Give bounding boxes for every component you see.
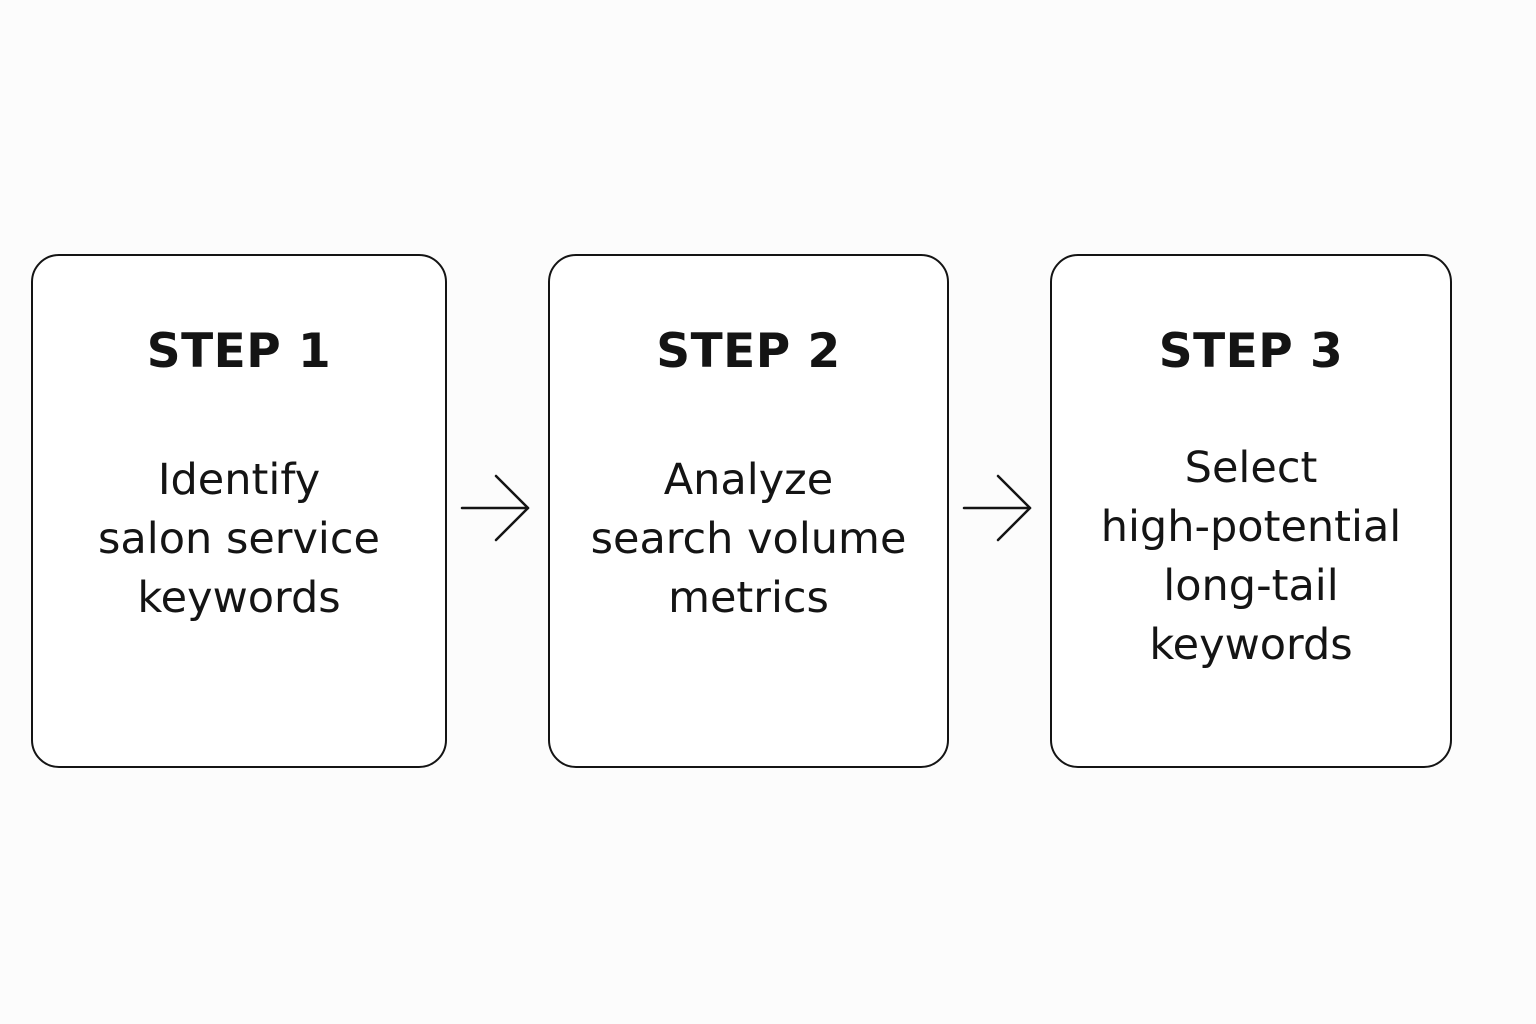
step-1-desc-line-3: keywords: [137, 573, 341, 623]
step-3-desc-line-1: Select: [1184, 443, 1318, 493]
step-2-title: STEP 2: [656, 324, 841, 379]
step-1-desc-line-1: Identify: [157, 455, 321, 505]
step-1-box: STEP 1 Identify salon service keywords: [31, 254, 447, 768]
step-2-desc-line-1: Analyze: [663, 455, 834, 505]
step-3-desc-line-2: high-potential: [1100, 502, 1402, 552]
step-3-desc-line-3: long-tail: [1163, 561, 1339, 611]
arrow-1-graphic: [460, 474, 530, 542]
step-3-desc-line-4: keywords: [1149, 620, 1353, 670]
step-1-description: Identify salon service keywords: [43, 451, 435, 628]
step-3-description: Select high-potential long-tail keywords: [1062, 439, 1440, 675]
arrow-2-head: [996, 474, 1032, 542]
arrow-1-head: [494, 474, 530, 542]
arrow-right-icon: [962, 473, 1034, 543]
step-1-title: STEP 1: [146, 324, 332, 379]
step-2-description: Analyze search volume metrics: [560, 451, 937, 628]
step-2-box: STEP 2 Analyze search volume metrics: [548, 254, 949, 768]
step-1-desc-line-2: salon service: [98, 514, 380, 564]
step-2-desc-line-2: search volume: [590, 514, 907, 564]
step-3-title: STEP 3: [1158, 324, 1344, 379]
arrow-right-icon: [460, 473, 532, 543]
step-2-desc-line-3: metrics: [668, 573, 829, 623]
arrow-2-graphic: [962, 474, 1032, 542]
step-3-box: STEP 3 Select high-potential long-tail k…: [1050, 254, 1452, 768]
